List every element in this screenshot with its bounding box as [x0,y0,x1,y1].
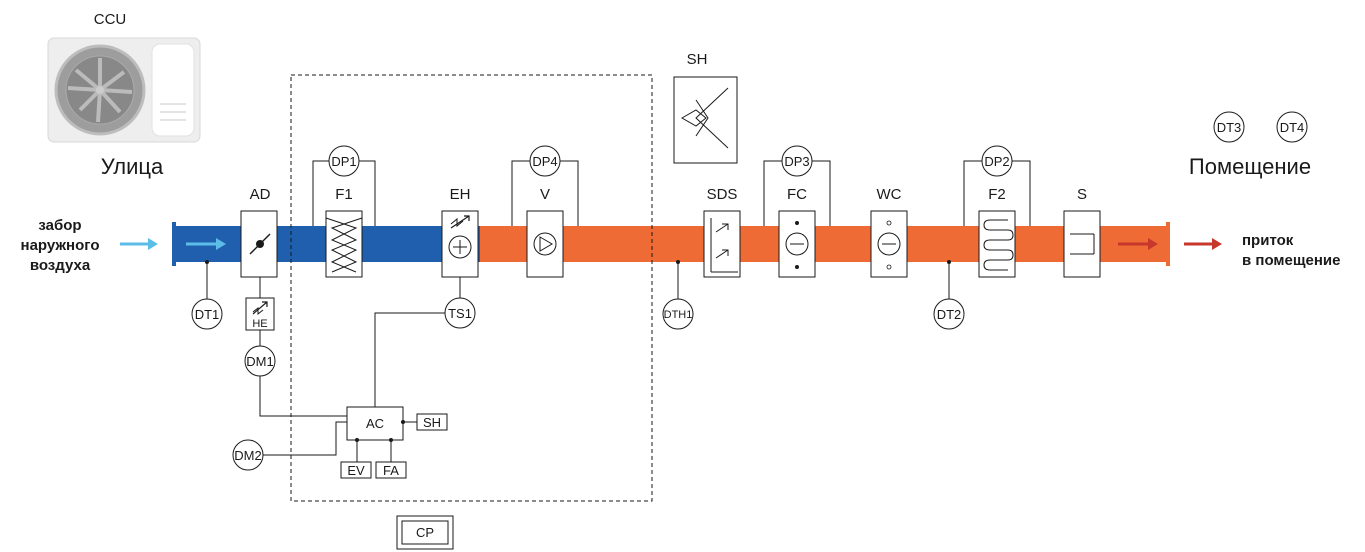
wc-label: WC [877,186,902,203]
intake-text-line3: воздуха [30,257,91,274]
intake-text-line1: забор [38,217,81,234]
filter-f1-icon [325,210,363,278]
filter-f2-icon [978,210,1016,278]
supply-arrow-icon [1184,238,1222,250]
svg-text:DT2: DT2 [937,307,962,322]
silencer-sds-icon [703,210,741,278]
sensor-dp4: DP4 [529,145,561,177]
svg-text:SH: SH [423,415,441,430]
supply-text-line1: приток [1242,232,1294,249]
ccu-label: CCU [94,11,127,28]
flow-arrow-icon [186,238,226,250]
svg-text:EV: EV [347,463,365,478]
svg-text:DP1: DP1 [331,154,356,169]
ad-label: AD [250,186,271,203]
sensor-dp2: DP2 [981,145,1013,177]
sensor-dt2: DT2 [933,298,965,330]
svg-text:CP: CP [416,525,434,540]
svg-text:DT3: DT3 [1217,120,1242,135]
water-cooler-icon [870,210,908,278]
automation-controller-ac: AC [346,406,404,441]
sensor-dt3: DT3 [1213,111,1245,143]
s-label: S [1077,186,1087,203]
supply-flow-arrow-icon [1118,238,1158,250]
sensor-dm1: DM1 [244,345,276,377]
svg-text:AC: AC [366,416,384,431]
control-panel-cp: CP [396,515,454,550]
air-damper-icon [240,210,278,278]
unit-enclosure [290,74,653,502]
sound-attenuator-icon [1063,210,1101,278]
sensor-dth1: DTH1 [662,298,694,330]
svg-text:DT1: DT1 [195,307,220,322]
control-sh-box: SH [416,413,448,431]
sensor-dm2: DM2 [232,439,264,471]
heater-element-he: HE [245,297,275,331]
sds-label: SDS [707,186,738,203]
svg-text:DTH1: DTH1 [664,309,693,321]
sensor-dt1: DT1 [191,298,223,330]
intake-arrow-icon [120,238,158,250]
outdoor-unit-icon [47,37,201,143]
svg-text:DM1: DM1 [246,354,273,369]
svg-text:TS1: TS1 [448,306,472,321]
supply-text-line2: в помещение [1242,252,1340,269]
sensor-dp3: DP3 [781,145,813,177]
control-ev-box: EV [340,461,372,479]
sh-top-label: SH [687,51,708,68]
svg-text:DT4: DT4 [1280,120,1305,135]
snow-hood-icon [673,76,738,164]
street-label: Улица [101,154,164,179]
svg-text:FA: FA [383,463,399,478]
freon-cooler-icon [778,210,816,278]
svg-text:DP4: DP4 [532,154,557,169]
fan-icon [526,210,564,278]
warm-duct-section [480,226,1168,262]
room-label: Помещение [1189,154,1311,179]
sensor-dt4: DT4 [1276,111,1308,143]
electric-heater-icon [441,210,479,278]
svg-text:DP3: DP3 [784,154,809,169]
v-label: V [540,186,550,203]
svg-text:DP2: DP2 [984,154,1009,169]
svg-text:DM2: DM2 [234,448,261,463]
f1-label: F1 [335,186,353,203]
duct [172,222,1170,266]
sensor-dp1: DP1 [328,145,360,177]
fc-label: FC [787,186,807,203]
f2-label: F2 [988,186,1006,203]
svg-text:HE: HE [252,318,267,330]
eh-label: EH [450,186,471,203]
control-fa-box: FA [375,461,407,479]
sensor-ts1: TS1 [444,297,476,329]
intake-text-line2: наружного [21,237,100,254]
